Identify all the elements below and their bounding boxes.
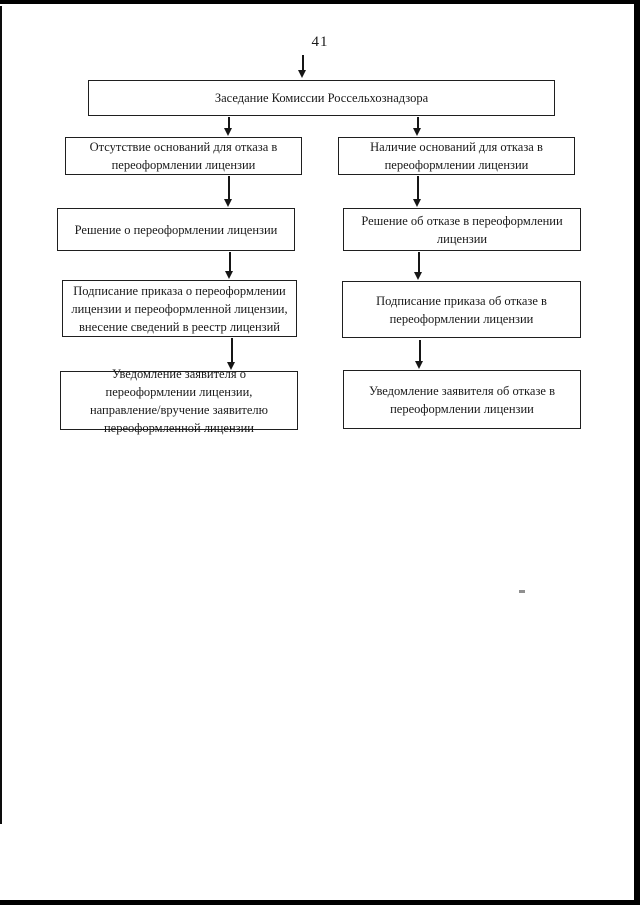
- scan-edge-top: [0, 0, 640, 4]
- down-arrow-icon: [414, 176, 421, 207]
- flow-box-label: Подписание приказа об отказе в переоформ…: [376, 293, 547, 326]
- flow-box-label: Уведомление заявителя о переоформлении л…: [89, 366, 269, 435]
- flow-box-label: Подписание приказа о переоформлении лице…: [71, 283, 288, 334]
- flow-box-label: Уведомление заявителя об отказе в переоф…: [369, 383, 555, 416]
- down-arrow-icon: [414, 117, 421, 136]
- scan-edge-left: [0, 6, 2, 824]
- flow-box-right-decision-refuse: Решение об отказе в переоформлении лицен…: [343, 208, 581, 251]
- flow-box-right-grounds-exist: Наличие оснований для отказа в переоформ…: [338, 137, 575, 175]
- flow-box-right-sign-refusal-order: Подписание приказа об отказе в переоформ…: [342, 281, 581, 338]
- flow-box-left-decision-reissue: Решение о переоформлении лицензии: [57, 208, 295, 251]
- scan-edge-bottom: [0, 900, 640, 905]
- down-arrow-icon: [415, 252, 422, 280]
- page-number: 41: [311, 34, 329, 50]
- flow-box-label: Решение об отказе в переоформлении лицен…: [361, 213, 563, 246]
- scan-edge-right: [634, 0, 640, 905]
- flow-box-label: Наличие оснований для отказа в переоформ…: [370, 140, 543, 172]
- flow-box-right-notify-refusal: Уведомление заявителя об отказе в переоф…: [343, 370, 581, 429]
- down-arrow-icon: [225, 117, 232, 136]
- scan-speck: [519, 590, 525, 593]
- flow-box-left-no-grounds: Отсутствие оснований для отказа в переоф…: [65, 137, 302, 175]
- down-arrow-icon: [225, 176, 232, 207]
- flow-box-left-notify-applicant: Уведомление заявителя о переоформлении л…: [60, 367, 298, 435]
- down-arrow-icon: [299, 55, 306, 78]
- down-arrow-icon: [228, 338, 235, 370]
- flow-box-left-sign-order: Подписание приказа о переоформлении лице…: [62, 280, 297, 337]
- flow-box-commission-meeting: Заседание Комиссии Россельхознадзора: [88, 80, 555, 116]
- down-arrow-icon: [416, 340, 423, 369]
- down-arrow-icon: [226, 252, 233, 279]
- flow-box-label: Заседание Комиссии Россельхознадзора: [214, 91, 429, 105]
- flow-box-label: Отсутствие оснований для отказа в переоф…: [89, 140, 278, 172]
- flow-box-label: Решение о переоформлении лицензии: [74, 222, 278, 237]
